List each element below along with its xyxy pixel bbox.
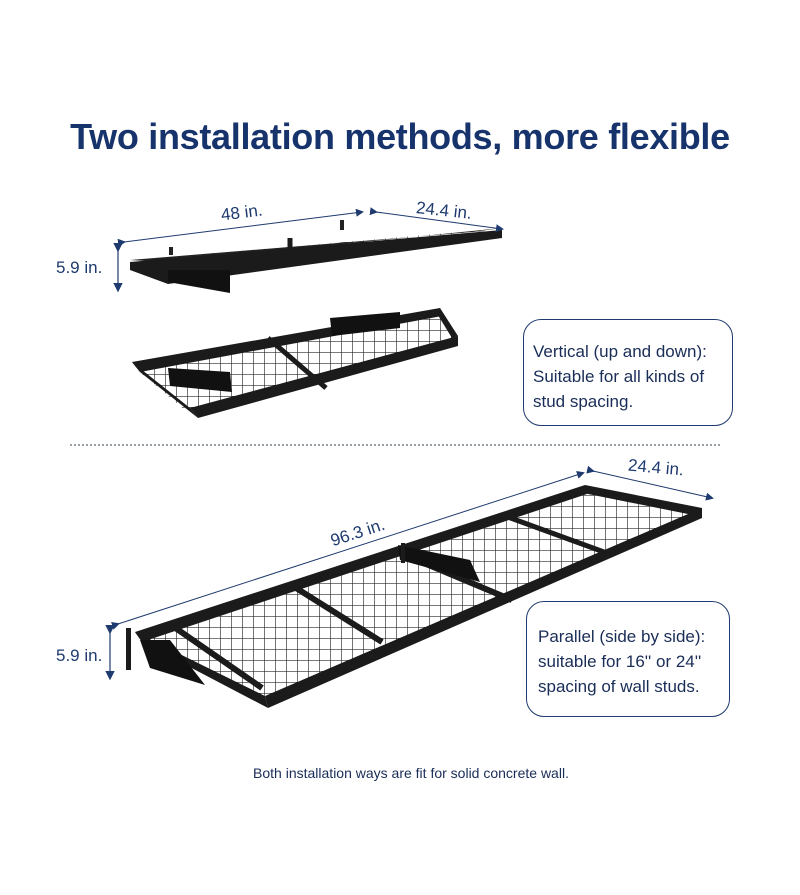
lower-shelf: [132, 308, 458, 418]
callout-line: Vertical (up and down):: [533, 342, 707, 361]
callout-line: stud spacing.: [533, 392, 634, 411]
footnote: Both installation ways are fit for solid…: [253, 765, 569, 781]
height-label-top: 5.9 in.: [56, 258, 103, 277]
length-arrow-bottom: [111, 471, 585, 630]
parallel-callout: Parallel (side by side): suitable for 16…: [526, 601, 730, 717]
callout-line: suitable for 16'' or 24'': [538, 652, 702, 671]
vertical-callout: Vertical (up and down): Suitable for all…: [523, 319, 733, 426]
page-title: Two installation methods, more flexible: [70, 116, 730, 157]
callout-line: spacing of wall studs.: [538, 677, 700, 696]
section-divider: [70, 444, 720, 446]
depth-arrow-top: [369, 207, 504, 233]
callout-line: Parallel (side by side):: [538, 627, 706, 646]
length-arrow-top: [117, 208, 364, 247]
callout-line: Suitable for all kinds of: [533, 367, 705, 386]
depth-arrow-bottom: [586, 465, 714, 501]
height-label-bottom: 5.9 in.: [56, 646, 103, 665]
upper-shelf: [130, 220, 502, 293]
